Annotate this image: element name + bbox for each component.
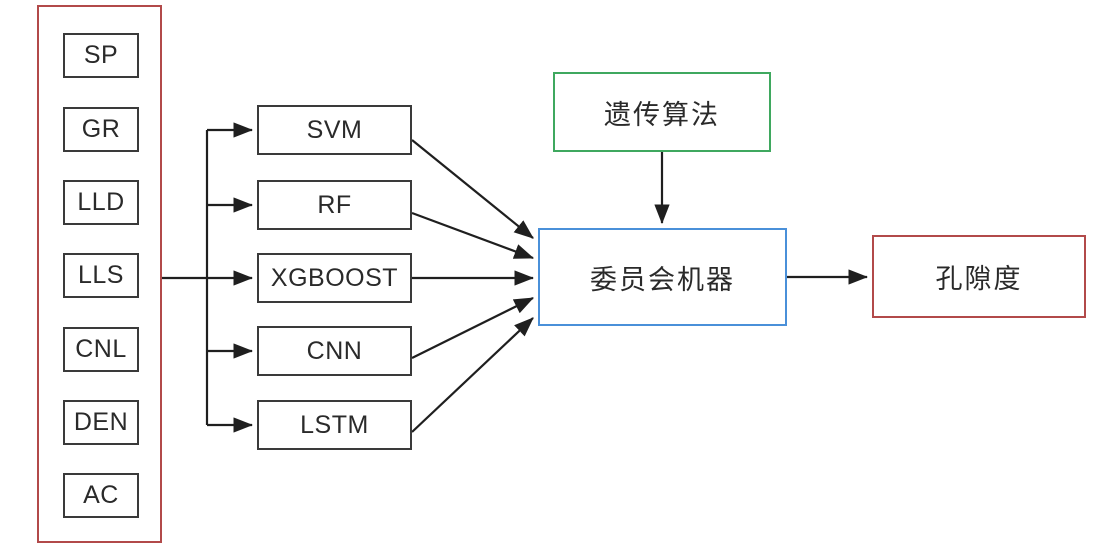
output-box-porosity[interactable]: 孔隙度 [872, 235, 1086, 318]
feature-label: AC [83, 481, 119, 509]
feature-box-cnl[interactable]: CNL [63, 327, 139, 372]
feature-label: LLS [78, 261, 124, 289]
feature-box-ac[interactable]: AC [63, 473, 139, 518]
committee-machine-label: 委员会机器 [590, 264, 735, 296]
model-label: CNN [306, 336, 363, 365]
feature-label: GR [81, 115, 121, 143]
input-feature-group [37, 5, 162, 543]
output-label: 孔隙度 [935, 264, 1023, 295]
optimizer-label: 遗传算法 [604, 99, 720, 131]
feature-label: LLD [77, 188, 125, 216]
model-box-cnn[interactable]: CNN [257, 326, 412, 376]
model-label: SVM [306, 115, 363, 144]
feature-label: DEN [73, 408, 129, 436]
feature-box-lls[interactable]: LLS [63, 253, 139, 298]
feature-box-sp[interactable]: SP [63, 33, 139, 78]
model-box-svm[interactable]: SVM [257, 105, 412, 155]
optimizer-box-genetic-algorithm[interactable]: 遗传算法 [553, 72, 771, 152]
feature-box-den[interactable]: DEN [63, 400, 139, 445]
model-label: XGBOOST [270, 263, 399, 292]
model-box-lstm[interactable]: LSTM [257, 400, 412, 450]
feature-label: CNL [75, 335, 127, 363]
model-label: LSTM [300, 410, 369, 439]
converge-arrow-cnn [411, 297, 534, 359]
feature-box-gr[interactable]: GR [63, 107, 139, 152]
feature-label: SP [83, 41, 119, 69]
input-bus-wire [162, 130, 209, 425]
converge-arrow-svm [411, 139, 534, 239]
converge-arrow-rf [411, 211, 535, 260]
feature-box-lld[interactable]: LLD [63, 180, 139, 225]
committee-machine-box[interactable]: 委员会机器 [538, 228, 787, 326]
model-box-xgboost[interactable]: XGBOOST [257, 253, 412, 303]
model-box-rf[interactable]: RF [257, 180, 412, 230]
converge-arrow-lstm [411, 317, 534, 433]
model-label: RF [317, 190, 352, 219]
